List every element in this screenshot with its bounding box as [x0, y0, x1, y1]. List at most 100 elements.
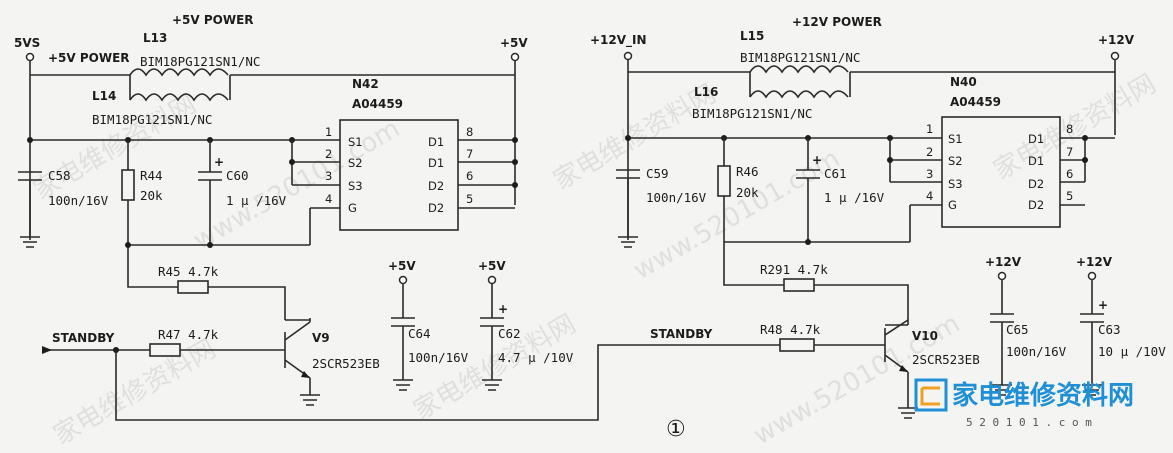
right-circuit: +12V POWER +12V_IN +12V L15 BIM18PG121SN… [590, 15, 1166, 419]
transistor-ref: V9 [312, 331, 330, 345]
inductor-ref: L13 [143, 31, 167, 45]
wire [129, 75, 231, 100]
inductor-part: BIM18PG121SN1/NC [140, 54, 260, 69]
resistor-label: R48 4.7k [760, 322, 821, 337]
capacitor-ref: C60 [226, 168, 249, 183]
capacitor-ref: C58 [48, 168, 71, 183]
ic-pin-label: D2 [1028, 198, 1044, 212]
junction [207, 242, 213, 248]
ic-n40 [941, 116, 1061, 228]
ic-pin-number: 8 [466, 125, 473, 139]
inductor-part: BIM18PG121SN1/NC [92, 112, 212, 127]
ic-pin-label: D2 [428, 179, 444, 193]
watermark-text: 家电维修资料网 [29, 89, 202, 206]
junction [27, 137, 33, 143]
resistor-ref: R46 [736, 164, 759, 179]
capacitor-value: 100n/16V [646, 190, 707, 205]
ic-pin-label: D1 [428, 156, 444, 170]
resistor-ref: R44 [140, 168, 163, 183]
ic-pin-number: 4 [325, 192, 332, 206]
resistor-r47 [149, 343, 181, 357]
watermark-text: 家电维修资料网 [49, 334, 222, 451]
capacitor-c60 [198, 140, 222, 245]
ic-pin-number: 6 [1066, 167, 1073, 181]
transistor-part: 2SCR523EB [912, 352, 980, 367]
ic-pin-number: 5 [466, 192, 473, 206]
capacitor-c61 [796, 138, 820, 242]
wire [458, 139, 515, 209]
ic-pin-label: S3 [348, 179, 363, 193]
ic-pin-number: 3 [325, 169, 332, 183]
node-label: 5VS [14, 36, 40, 50]
power-label: +12V POWER [792, 15, 882, 29]
site-logo: 家电维修资料网 5 2 0 1 0 1 . c o m [914, 378, 1134, 429]
transistor-ref: V10 [912, 329, 938, 343]
wire [29, 61, 516, 240]
rail-label: +12V [1076, 255, 1113, 269]
junction [625, 135, 631, 141]
wire [127, 244, 310, 320]
ic-pin-label: D1 [1028, 154, 1044, 168]
capacitor-c65 [990, 280, 1014, 396]
ic-pin-number: 1 [325, 125, 332, 139]
ic-pin-label: S1 [948, 132, 963, 146]
ic-pin-number: 6 [466, 169, 473, 183]
capacitor-c62 [480, 284, 504, 391]
ic-pin-label: D1 [1028, 132, 1044, 146]
wire [749, 72, 851, 97]
ic-ref: N42 [352, 77, 379, 91]
wire [627, 60, 1116, 240]
capacitor-value: 4.7 μ /10V [498, 350, 574, 365]
logo-mark [920, 386, 940, 406]
node-terminal [1087, 271, 1097, 281]
capacitor-value: 10 μ /10V [1098, 344, 1166, 359]
capacitor-ref: C63 [1098, 322, 1121, 337]
resistor-label: R45 4.7k [158, 264, 219, 279]
resistor-value: 20k [140, 188, 163, 203]
ic-pin-number: 4 [926, 189, 933, 203]
node-terminal [510, 52, 520, 62]
node-terminal [1110, 51, 1120, 61]
ic-pin-label: S2 [948, 154, 963, 168]
resistor-value: 20k [736, 185, 759, 200]
junction [289, 159, 295, 165]
node-terminal [623, 51, 633, 61]
transistor-v9 [250, 318, 320, 406]
ic-pin-number: 5 [1066, 189, 1073, 203]
polarity-plus: + [214, 155, 224, 169]
capacitor-ref: C65 [1006, 322, 1029, 337]
ic-pin-number: 2 [325, 147, 332, 161]
logo-text: 家电维修资料网 [952, 380, 1134, 411]
polarity-plus: + [498, 302, 508, 316]
capacitor-ref: C61 [824, 166, 847, 181]
inductor-ref: L16 [694, 85, 718, 99]
node-terminal [25, 52, 35, 62]
resistor-r291 [783, 278, 815, 292]
ic-pin-label: S1 [348, 135, 363, 149]
inductor-l14 [129, 93, 229, 102]
ic-ref: N40 [950, 75, 977, 89]
resistor-r45 [177, 280, 209, 294]
ic-pin-label: S3 [948, 177, 963, 191]
ic-pin-label: D2 [428, 201, 444, 215]
capacitor-value: 100n/16V [48, 193, 109, 208]
transistor-part: 2SCR523EB [312, 356, 380, 371]
inductor-ref: L15 [740, 29, 764, 43]
node-label: +12V [1098, 33, 1135, 47]
junction [1082, 157, 1088, 163]
transistor-v10 [814, 319, 918, 419]
node-terminal [997, 271, 1007, 281]
power-label: +5V POWER [172, 13, 254, 27]
ic-pin-number: 2 [926, 145, 933, 159]
capacitor-ref: C64 [408, 326, 431, 341]
resistor-r44 [121, 169, 135, 201]
inductor-part: BIM18PG121SN1/NC [692, 106, 812, 121]
capacitor-value: 1 μ /16V [226, 193, 287, 208]
junction [512, 182, 518, 188]
arrow-icon [42, 346, 52, 354]
capacitor-ref: C59 [646, 166, 669, 181]
junction [512, 137, 518, 143]
resistor-r46 [717, 165, 731, 197]
power-label: +5V POWER [48, 51, 130, 65]
junction [512, 159, 518, 165]
